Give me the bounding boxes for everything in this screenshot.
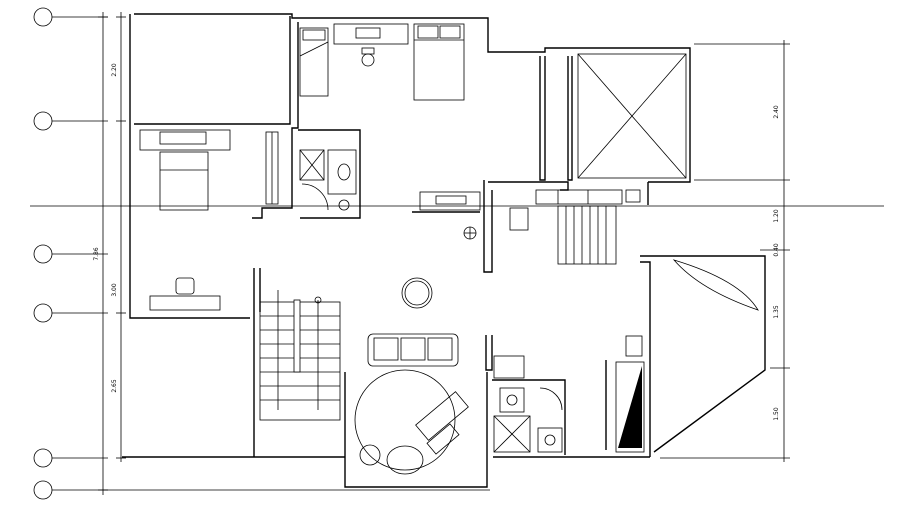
grid-bubble bbox=[33, 111, 108, 131]
grid-bubble bbox=[33, 448, 108, 468]
dim-right-lower: 1.50 bbox=[773, 407, 780, 421]
desk-left bbox=[149, 277, 221, 311]
car-icon bbox=[415, 391, 469, 441]
stair-upper-right bbox=[509, 189, 641, 265]
right-dimension-lines bbox=[660, 40, 790, 462]
bed-left-room bbox=[139, 129, 231, 211]
tv-unit bbox=[419, 191, 481, 211]
tree-icon bbox=[354, 369, 460, 475]
grid-bubble bbox=[33, 303, 108, 323]
sofa-icon bbox=[367, 333, 459, 367]
bed-top-left bbox=[299, 27, 329, 97]
grid-bubble bbox=[33, 7, 108, 27]
dim-left-total: 7.86 bbox=[93, 247, 100, 261]
wardrobe-top bbox=[333, 23, 409, 67]
bathroom-top bbox=[299, 149, 357, 211]
utility-stair bbox=[615, 335, 645, 453]
open-to-below bbox=[577, 53, 687, 179]
grid-bubble bbox=[33, 480, 108, 500]
dim-left-mid: 3.00 bbox=[111, 283, 118, 297]
wc-icon bbox=[493, 355, 563, 453]
outer-walls bbox=[122, 13, 766, 488]
dim-right-1: 1.20 bbox=[773, 209, 780, 223]
plant-icon bbox=[463, 226, 477, 240]
balcony-ornament bbox=[672, 259, 759, 311]
main-stair bbox=[259, 290, 341, 421]
dim-right-2: 0.40 bbox=[773, 243, 780, 257]
closet-left bbox=[265, 131, 279, 205]
left-dimension-lines bbox=[98, 12, 490, 495]
interior-walls bbox=[134, 16, 649, 457]
bed-top-middle bbox=[413, 23, 465, 101]
dim-left-lower: 2.65 bbox=[111, 379, 118, 393]
grid-bubbles bbox=[33, 7, 108, 500]
dim-left-upper: 2.20 bbox=[111, 63, 118, 77]
dim-right-3: 1.35 bbox=[773, 305, 780, 319]
dining-table bbox=[401, 277, 433, 309]
grid-bubble bbox=[33, 244, 108, 264]
dim-right-upper: 2.40 bbox=[773, 105, 780, 119]
